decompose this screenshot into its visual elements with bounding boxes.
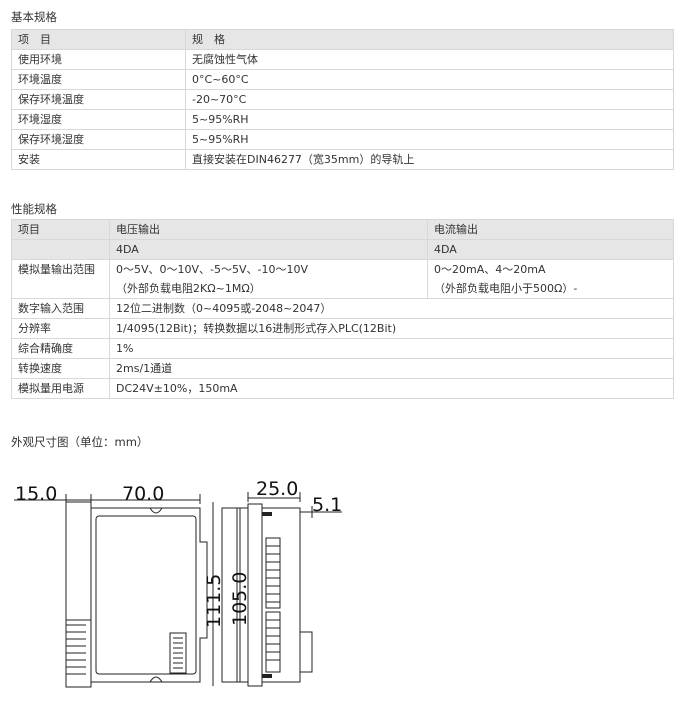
header-spec-label: 规 格: [192, 33, 225, 46]
header-spec: 规 格: [185, 29, 674, 50]
row-value: -20~70°C: [185, 89, 674, 110]
voltage-range-cell: 0～5V、0～10V、-5～5V、-10～10V （外部负载电阻2KΩ~1MΩ）: [109, 259, 428, 299]
dim-5: 5.1: [312, 494, 342, 516]
front-connector: [169, 632, 187, 674]
table-header-row: 项目 电压输出 电流输出: [11, 219, 674, 240]
front-left-panel: [65, 501, 92, 688]
header-item-label: 项 目: [18, 33, 51, 46]
row-value: 1/4095(12Bit)；转换数据以16进制形式存入PLC(12Bit): [109, 318, 674, 339]
row-value: 5~95%RH: [185, 129, 674, 150]
row-label: 安装: [11, 149, 186, 170]
header-current: 电流输出: [427, 219, 674, 240]
table-row: 使用环境 无腐蚀性气体: [11, 49, 674, 70]
table-row: 转换速度 2ms/1通道: [11, 358, 674, 379]
row-label: 保存环境湿度: [11, 129, 186, 150]
front-main-body: [90, 507, 208, 683]
dim-25: 25.0: [256, 478, 298, 500]
row-label: 环境湿度: [11, 109, 186, 130]
table-row: 安装 直接安装在DIN46277（宽35mm）的导轨上: [11, 149, 674, 170]
table-row: 模拟量输出范围 0～5V、0～10V、-5～5V、-10～10V （外部负载电阻…: [11, 259, 674, 299]
row-value: 无腐蚀性气体: [185, 49, 674, 70]
dimension-drawing: 15.0 70.0 25.0 5.1 111.5 105.0: [14, 478, 342, 688]
table-row: 数字输入范围 12位二进制数（0~4095或-2048~2047）: [11, 298, 674, 319]
current-load: （外部负载电阻小于500Ω）-: [434, 282, 578, 295]
current-range: 0～20mA、4～20mA: [434, 263, 546, 276]
row-label: 模拟量用电源: [11, 378, 110, 399]
dim-105: 105.0: [229, 572, 251, 626]
basic-specs-table: 项 目 规 格 使用环境 无腐蚀性气体 环境温度 0°C~60°C 保存环境温度…: [11, 29, 674, 170]
header-item-empty: [11, 239, 110, 260]
basic-specs-title: 基本规格: [11, 10, 57, 24]
current-range-cell: 0～20mA、4～20mA （外部负载电阻小于500Ω）-: [427, 259, 674, 299]
row-value: 2ms/1通道: [109, 358, 674, 379]
table-row: 综合精确度 1%: [11, 338, 674, 359]
dim-111: 111.5: [203, 574, 225, 628]
row-value: 直接安装在DIN46277（宽35mm）的导轨上: [185, 149, 674, 170]
header-current-label: 电流输出: [434, 223, 478, 236]
front-inner-outline: [95, 515, 197, 675]
row-label: 模拟量输出范围: [11, 259, 110, 299]
table-row: 环境温度 0°C~60°C: [11, 69, 674, 90]
header-voltage-label: 电压输出: [116, 223, 160, 236]
row-value: 5~95%RH: [185, 109, 674, 130]
header-current-channels: 4DA: [427, 239, 674, 260]
row-value: DC24V±10%，150mA: [109, 378, 674, 399]
table-row: 分辨率 1/4095(12Bit)；转换数据以16进制形式存入PLC(12Bit…: [11, 318, 674, 339]
row-label: 数字输入范围: [11, 298, 110, 319]
side-terminals: [265, 537, 281, 673]
dimensions-title: 外观尺寸图（单位：mm）: [11, 435, 149, 449]
table-header-subrow: 4DA 4DA: [11, 239, 674, 260]
front-left-terminals: [66, 624, 86, 675]
row-value: 12位二进制数（0~4095或-2048~2047）: [109, 298, 674, 319]
voltage-load: （外部负载电阻2KΩ~1MΩ）: [116, 282, 261, 295]
row-label: 转换速度: [11, 358, 110, 379]
header-voltage: 电压输出: [109, 219, 428, 240]
row-label: 综合精确度: [11, 338, 110, 359]
performance-specs-table: 项目 电压输出 电流输出 4DA 4DA 模拟量输出范围 0～5V、0～10V、…: [11, 219, 674, 399]
row-label: 环境温度: [11, 69, 186, 90]
header-item: 项目: [11, 219, 110, 240]
voltage-range: 0～5V、0～10V、-5～5V、-10～10V: [116, 263, 309, 276]
row-label: 保存环境温度: [11, 89, 186, 110]
dim-15: 15.0: [15, 483, 57, 505]
side-connector: [299, 631, 313, 673]
table-row: 环境湿度 5~95%RH: [11, 109, 674, 130]
table-row: 保存环境温度 -20~70°C: [11, 89, 674, 110]
dim-70: 70.0: [122, 483, 164, 505]
row-value: 0°C~60°C: [185, 69, 674, 90]
table-row: 保存环境湿度 5~95%RH: [11, 129, 674, 150]
table-row: 模拟量用电源 DC24V±10%，150mA: [11, 378, 674, 399]
table-header-row: 项 目 规 格: [11, 29, 674, 50]
row-label: 使用环境: [11, 49, 186, 70]
row-label: 分辨率: [11, 318, 110, 339]
header-item: 项 目: [11, 29, 186, 50]
header-voltage-channels: 4DA: [109, 239, 428, 260]
performance-specs-title: 性能规格: [11, 202, 57, 216]
row-value: 1%: [109, 338, 674, 359]
